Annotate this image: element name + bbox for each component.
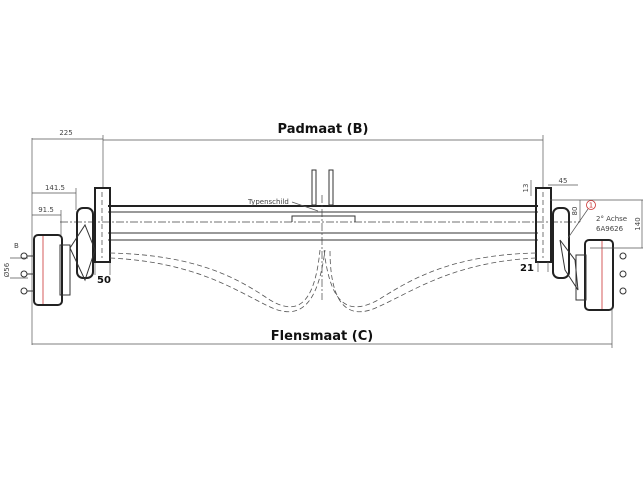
axle-code: 6A9626 (596, 225, 624, 233)
dim-141-5: 141.5 (45, 184, 65, 192)
brake-cables (109, 249, 537, 313)
dim-b: B (14, 242, 19, 250)
typenschild: Typenschild (247, 169, 334, 212)
dim-140: 140 (634, 217, 642, 230)
dim-50: 50 (97, 275, 111, 286)
left-bracket (94, 187, 111, 263)
padmaat-dimension: Padmaat (B) (102, 122, 544, 188)
dim-21: 21 (520, 263, 534, 274)
dim-d56: Ø56 (3, 262, 11, 277)
callout-number: 1 (589, 202, 593, 210)
left-dimensions: 225 141.5 91.5 B Ø56 50 (3, 129, 111, 345)
right-bracket (535, 187, 552, 263)
typenschild-label: Typenschild (247, 198, 289, 206)
callout-circle (586, 200, 596, 210)
axle-beam (60, 195, 580, 300)
right-wheel-hub (552, 207, 627, 311)
dim-45: 45 (559, 177, 568, 185)
dim-13: 13 (522, 184, 530, 193)
padmaat-label: Padmaat (B) (278, 122, 369, 137)
dim-80: 80 (571, 207, 579, 216)
axle-name: 2° Achse (596, 215, 627, 223)
dim-91-5: 91.5 (38, 206, 54, 214)
flensmaat-dimension: Flensmaat (C) (32, 308, 613, 348)
dim-225: 225 (59, 129, 72, 137)
flensmaat-label: Flensmaat (C) (271, 329, 373, 344)
left-wheel-hub (20, 207, 96, 306)
right-dimensions: 45 13 80 140 1 2° Achse 6A9626 21 (520, 177, 643, 274)
